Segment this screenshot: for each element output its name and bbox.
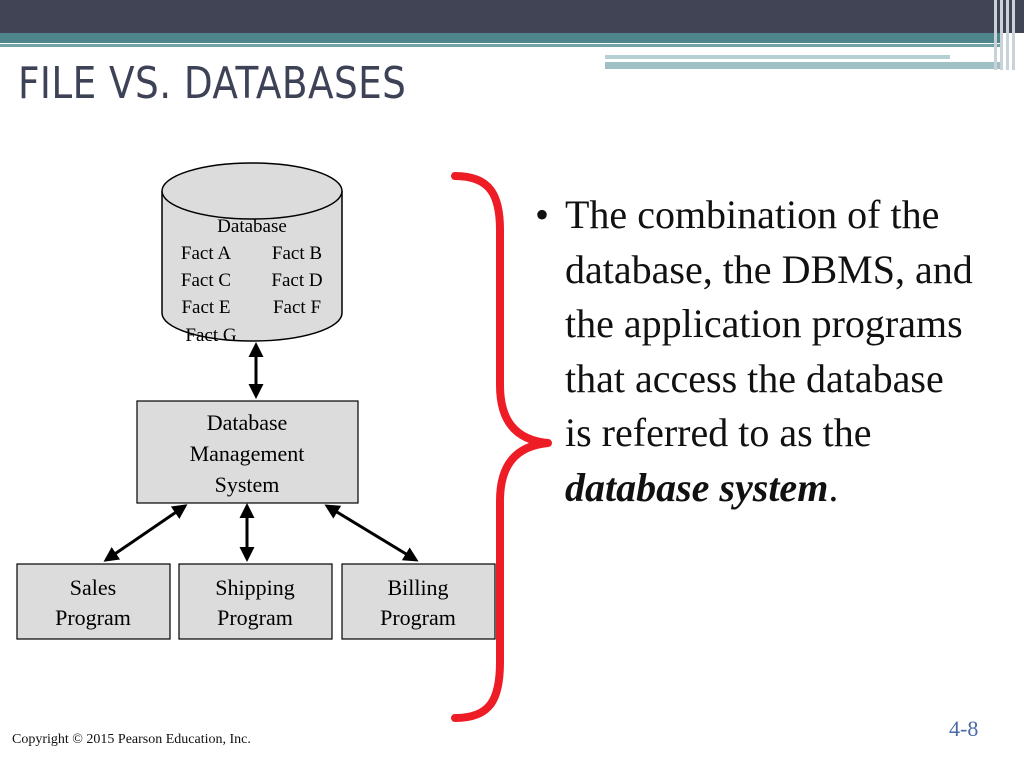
fact-label: Fact E: [181, 297, 230, 318]
dbms-label-line: Management: [190, 441, 305, 466]
database-cylinder-icon: [161, 162, 343, 342]
fact-label: Fact G: [185, 325, 236, 346]
header-corner-ornament: [990, 0, 1024, 70]
fact-label: Fact D: [271, 270, 322, 291]
billing-program-box: [341, 563, 496, 640]
header-stripe: [0, 33, 1000, 43]
bullet-body: The combination of the database, the DBM…: [565, 192, 973, 455]
dbms-billing-arrow: [324, 504, 419, 562]
bullet-text: The combination of the database, the DBM…: [565, 188, 975, 515]
program-label: Shipping: [215, 575, 294, 600]
program-label: Billing: [387, 575, 448, 600]
header-bar: [0, 0, 1024, 33]
fact-label: Fact B: [272, 243, 322, 264]
dbms-box: [136, 400, 359, 504]
shipping-program-box: [178, 563, 333, 640]
copyright-notice: Copyright © 2015 Pearson Education, Inc.: [12, 732, 251, 747]
bullet-period: .: [828, 464, 839, 510]
program-label: Program: [55, 605, 131, 630]
bullet-point: • The combination of the database, the D…: [535, 188, 975, 515]
database-label: Database: [217, 216, 287, 237]
program-label: Program: [217, 605, 293, 630]
bullet-marker: •: [535, 192, 550, 237]
header-stripe: [605, 62, 1000, 69]
curly-brace-icon: [451, 172, 552, 722]
header-stripe: [0, 44, 1000, 47]
program-label: Program: [380, 605, 456, 630]
fact-label: Fact F: [273, 297, 321, 318]
header-stripe: [605, 55, 950, 59]
dbms-label-line: System: [215, 472, 280, 497]
fact-label: Fact C: [181, 270, 231, 291]
dbms-label-line: Database: [207, 410, 288, 435]
page-number: 4-8: [949, 716, 979, 741]
slide-title: FILE VS. DATABASES: [18, 58, 407, 109]
emphasis-term: database system: [565, 464, 829, 510]
sales-program-box: [16, 563, 171, 640]
program-label: Sales: [70, 575, 116, 600]
fact-label: Fact A: [181, 243, 231, 264]
dbms-sales-arrow: [103, 504, 188, 562]
